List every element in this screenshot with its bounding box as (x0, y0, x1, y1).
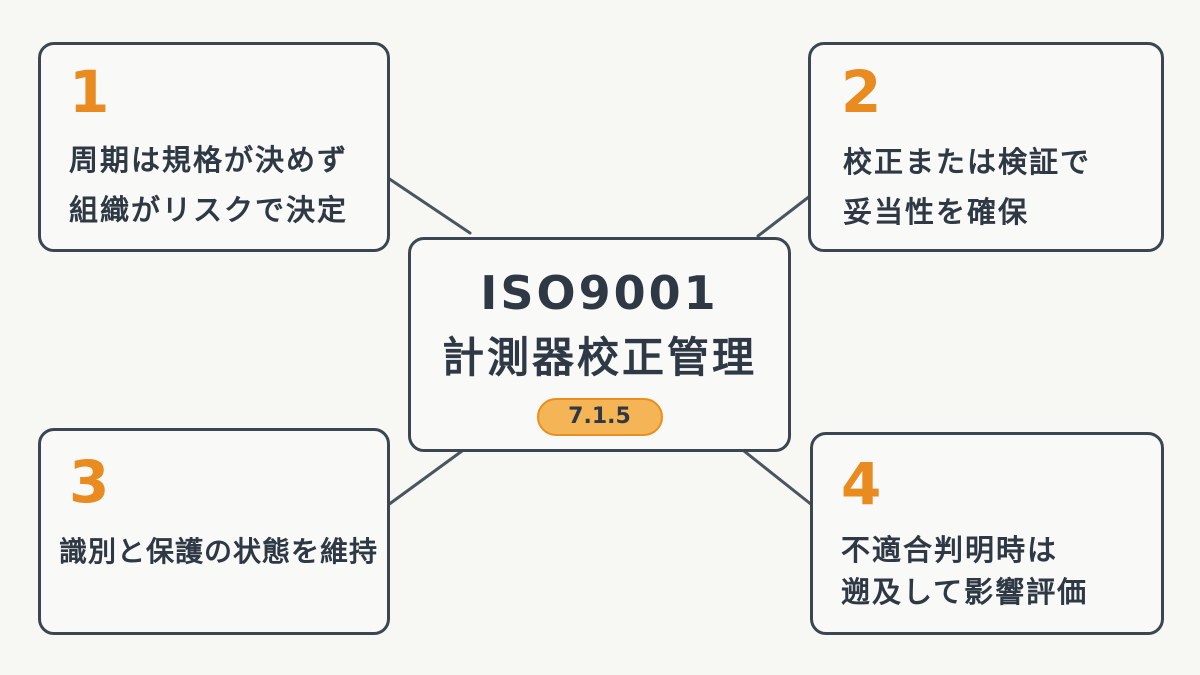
node-3-box: 3 識別と保護の状態を維持 (38, 428, 390, 635)
node-1-number: 1 (69, 58, 110, 126)
node-4-number: 4 (841, 450, 882, 518)
center-title: ISO9001 (480, 266, 719, 320)
node-1-line-2: 組織がリスクで決定 (69, 193, 349, 227)
node-1-text: 周期は規格が決めず 組織がリスクで決定 (69, 135, 348, 235)
node-3-text: 識別と保護の状態を維持 (59, 527, 378, 577)
node-3-line-1: 識別と保護の状態を維持 (59, 535, 379, 568)
node-2-line-2: 妥当性を確保 (843, 195, 1030, 229)
connector-node4-center (742, 449, 814, 507)
node-2-box: 2 校正または検証で 妥当性を確保 (808, 42, 1164, 252)
connector-node3-center (386, 449, 464, 507)
connector-node2-center (756, 194, 812, 238)
node-3-number: 3 (69, 448, 110, 516)
node-2-text: 校正または検証で 妥当性を確保 (843, 137, 1091, 237)
node-2-number: 2 (841, 58, 882, 126)
clause-badge: 7.1.5 (536, 398, 663, 436)
node-4-line-1: 不適合判明時は (841, 533, 1059, 567)
node-4-box: 4 不適合判明時は 遡及して影響評価 (810, 432, 1164, 635)
node-2-line-1: 校正または検証で (843, 145, 1092, 179)
center-subtitle: 計測器校正管理 (441, 333, 757, 382)
connector-node1-center (386, 176, 472, 235)
node-4-text: 不適合判明時は 遡及して影響評価 (841, 529, 1088, 613)
node-1-box: 1 周期は規格が決めず 組織がリスクで決定 (38, 42, 390, 252)
node-1-line-1: 周期は規格が決めず (69, 143, 349, 177)
node-4-line-2: 遡及して影響評価 (841, 575, 1089, 609)
center-box: ISO9001 計測器校正管理 7.1.5 (408, 237, 791, 452)
